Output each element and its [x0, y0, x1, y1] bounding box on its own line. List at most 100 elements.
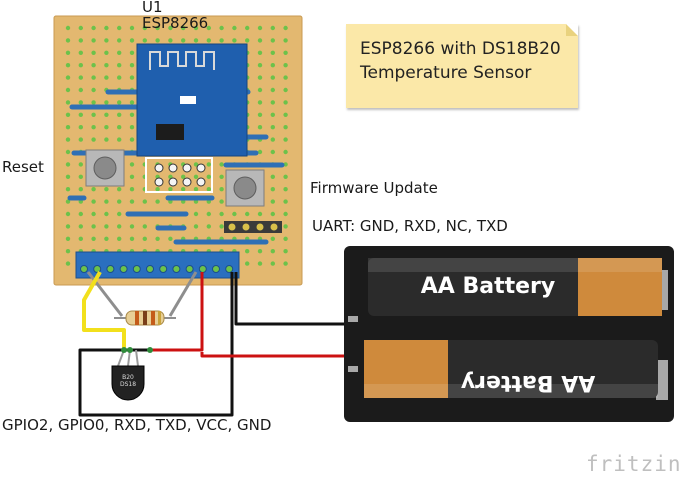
perfboard-hole	[168, 38, 173, 43]
perfboard-hole	[283, 199, 288, 204]
sticky-note: ESP8266 with DS18B20 Temperature Sensor	[346, 24, 578, 108]
terminal-screw	[185, 265, 194, 273]
perfboard-hole	[219, 199, 224, 204]
perfboard-hole	[65, 137, 71, 142]
perfboard-hole	[117, 50, 122, 55]
perfboard-hole	[91, 75, 96, 80]
perfboard-hole	[129, 100, 135, 105]
firmware-update-label: Firmware Update	[310, 179, 438, 197]
perfboard-hole	[283, 62, 288, 68]
esp-pin	[168, 177, 178, 187]
perfboard-hole	[257, 38, 263, 43]
perfboard-hole	[270, 50, 275, 55]
perfboard-hole	[78, 25, 84, 31]
esp-header-pins	[154, 163, 206, 187]
perfboard-hole	[232, 25, 237, 31]
perfboard-hole	[193, 38, 199, 43]
reset-label: Reset	[2, 158, 44, 176]
perfboard-hole	[78, 224, 84, 229]
perfboard-hole	[65, 261, 71, 266]
perfboard-hole	[104, 187, 109, 192]
perfboard-hole	[91, 50, 96, 55]
perfboard-hole	[193, 174, 199, 179]
perfboard-hole	[219, 187, 224, 192]
perfboard-hole	[129, 224, 135, 229]
perfboard-hole	[78, 162, 84, 167]
terminal-screw	[80, 265, 88, 273]
perfboard-hole	[270, 62, 275, 68]
perfboard-hole	[283, 87, 288, 93]
perfboard-hole	[206, 174, 211, 179]
perfboard-hole	[104, 75, 109, 80]
perfboard-hole	[219, 162, 224, 167]
perfboard-hole	[104, 236, 109, 241]
perfboard-hole	[129, 50, 135, 55]
perfboard-hole	[91, 38, 96, 43]
terminal-screw	[172, 265, 181, 273]
perfboard-hole	[91, 62, 96, 68]
perfboard-hole	[283, 137, 288, 142]
resistor	[114, 310, 176, 326]
terminal-screw	[198, 265, 207, 273]
perfboard-hole	[129, 199, 135, 204]
perfboard-hole	[65, 162, 71, 167]
perfboard-hole	[129, 236, 135, 241]
perfboard-hole	[270, 236, 275, 241]
perfboard-hole	[155, 187, 160, 192]
perfboard-hole	[65, 112, 71, 118]
perfboard-hole	[270, 187, 275, 192]
terminal-screw	[212, 265, 220, 273]
module-name-label: ESP8266	[142, 14, 209, 32]
perfboard-hole	[91, 211, 96, 217]
perfboard-hole	[117, 112, 122, 118]
perfboard-hole	[245, 249, 250, 254]
firmware-update-button	[225, 169, 265, 207]
perfboard-hole	[65, 211, 71, 217]
perfboard-hole	[193, 25, 199, 31]
terminal-screw	[93, 265, 102, 273]
perfboard-hole	[129, 75, 135, 80]
perfboard-hole	[65, 62, 71, 68]
perfboard-hole	[142, 236, 147, 241]
perfboard-hole	[181, 25, 186, 31]
perfboard-hole	[270, 199, 275, 204]
perfboard-hole	[117, 38, 122, 43]
note-line-2: Temperature Sensor	[360, 63, 532, 83]
uart-label: UART: GND, RXD, NC, TXD	[312, 217, 508, 235]
perfboard-hole	[193, 211, 199, 217]
perfboard-hole	[78, 137, 84, 142]
perfboard-hole	[91, 199, 96, 204]
screw-terminal-block	[75, 251, 240, 279]
perfboard-hole	[206, 38, 211, 43]
perfboard-hole	[78, 174, 84, 179]
perfboard-hole	[91, 236, 96, 241]
perfboard-hole	[283, 187, 288, 192]
perfboard-hole	[219, 38, 224, 43]
perfboard-hole	[65, 187, 71, 192]
perfboard-hole	[78, 112, 84, 118]
perfboard-hole	[104, 211, 109, 217]
battery-bottom-label: AA Battery	[461, 370, 595, 395]
module-ref-label: U1	[142, 0, 163, 16]
perfboard-hole	[283, 236, 288, 241]
perfboard-hole	[219, 174, 224, 179]
perfboard-hole	[245, 261, 250, 266]
perfboard-hole	[283, 112, 288, 118]
perfboard-hole	[283, 50, 288, 55]
perfboard-hole	[104, 100, 109, 105]
perfboard-hole	[181, 38, 186, 43]
perfboard-hole	[142, 224, 147, 229]
perfboard-hole	[257, 149, 263, 155]
perfboard-hole	[257, 261, 263, 266]
perfboard-hole	[142, 25, 147, 31]
perfboard-hole	[91, 112, 96, 118]
perfboard-hole	[104, 50, 109, 55]
fritzing-watermark: fritzing	[586, 452, 680, 476]
perfboard-hole	[168, 236, 173, 241]
perfboard-hole	[78, 236, 84, 241]
perfboard-hole	[270, 38, 275, 43]
perfboard-hole	[283, 174, 288, 179]
perfboard-hole	[78, 50, 84, 55]
perfboard-hole	[129, 62, 135, 68]
